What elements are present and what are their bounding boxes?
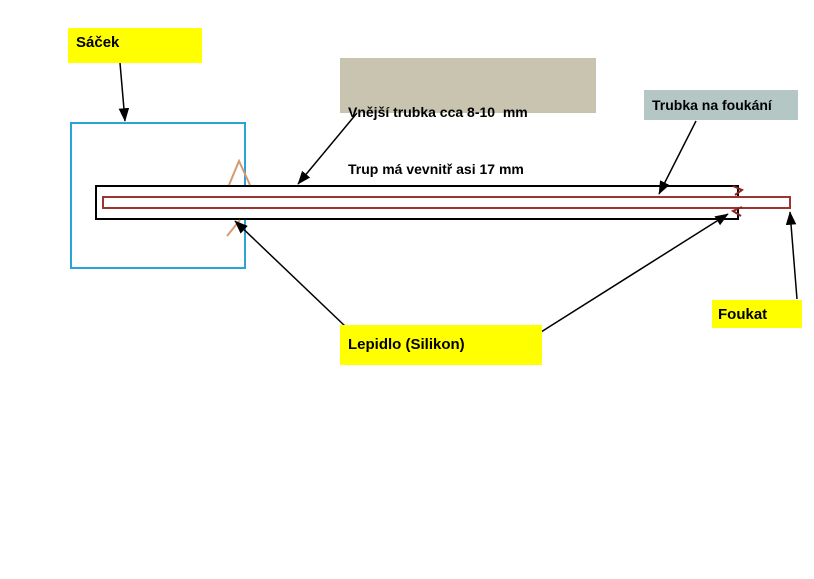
glue-mark-right-top <box>732 185 745 196</box>
outer-tube-label-line2: Trup má vevnitř asi 17 mm <box>348 161 524 177</box>
blow-tube-label: Trubka na foukání <box>644 90 798 120</box>
inner-blow-tube <box>102 196 791 209</box>
bag-label: Sáček <box>68 28 202 63</box>
arrow-blow-label-to-tube-end <box>785 211 798 300</box>
glue-mark-right-bottom <box>730 206 743 217</box>
blow-label: Foukat <box>712 300 802 328</box>
glue-label: Lepidlo (Silikon) <box>340 325 542 365</box>
outer-tube-label: Vnější trubka cca 8-10 mm Trup má vevnit… <box>340 58 596 177</box>
arrow-outer-tube-label-to-tube <box>297 112 358 185</box>
glue-mark-bottom <box>226 219 241 237</box>
outer-tube-label-line1: Vnější trubka cca 8-10 mm <box>348 104 528 120</box>
arrow-bag-label-to-bag <box>118 62 130 122</box>
arrow-blow-tube-label-to-tube <box>658 120 697 195</box>
arrow-glue-label-to-bag-joint <box>234 220 347 328</box>
glue-mark-top <box>228 158 251 186</box>
arrow-glue-label-to-tube-end <box>540 213 729 333</box>
